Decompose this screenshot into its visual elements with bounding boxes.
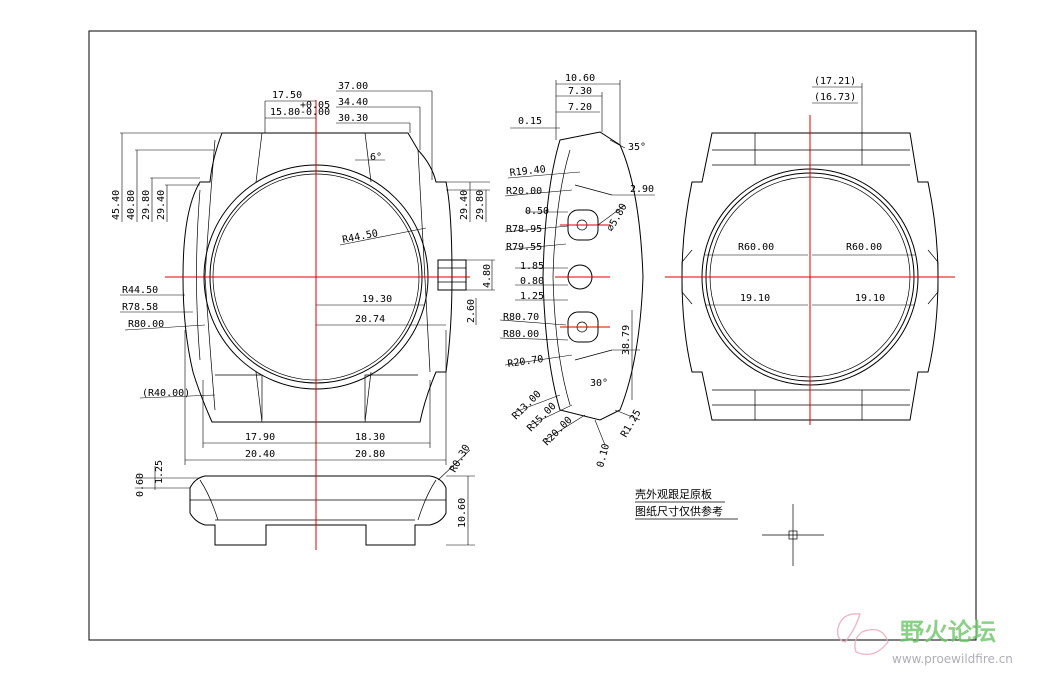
- dim-r79-55: R79.55: [506, 242, 542, 253]
- dim-r80-70: R80.70: [503, 312, 539, 323]
- drawing-note: 壳外观跟足原板 图纸尺寸仅供参考: [635, 487, 738, 520]
- dim-r60-00-left: R60.00: [738, 242, 774, 253]
- dim-4-80: 4.80: [482, 264, 493, 288]
- dim-r20-00-a: R20.00: [506, 186, 542, 197]
- drawing-frame: [88, 30, 977, 641]
- front-right-dimensions: 29.40 29.80 4.80 2.60: [436, 181, 495, 325]
- dim-r44-50-inner: R44.50: [341, 228, 379, 246]
- back-dimensions: (17.21) (16.73) R60.00 R60.00 19.10 19.1…: [705, 76, 915, 306]
- front-left-dimensions: 45.40 40.80 29.80 29.40: [111, 132, 222, 222]
- dim-19-10-right: 19.10: [855, 293, 885, 304]
- side-view: [542, 131, 644, 421]
- dim-r80-00: R80.00: [128, 319, 164, 330]
- dim-19-10-left: 19.10: [740, 293, 770, 304]
- dim-29-80-right: 29.80: [475, 190, 486, 220]
- dim-20-80: 20.80: [355, 449, 385, 460]
- dim-r40-00: (R40.00): [142, 388, 190, 399]
- bottom-view: 0.60 1.25 R0.30 10.60: [135, 443, 475, 550]
- dim-19-30: 19.30: [362, 294, 392, 305]
- dim-r44-50-left: R44.50: [122, 285, 158, 296]
- dim-r78-95: R78.95: [506, 224, 542, 235]
- dim-34-40: 34.40: [338, 97, 368, 108]
- dim-tol-plus: +0.05: [300, 100, 330, 111]
- dim-r78-58: R78.58: [122, 302, 158, 313]
- dim-r0-30: R0.30: [448, 443, 473, 475]
- dim-30-30: 30.30: [338, 113, 368, 124]
- watermark-url: www.proewildfire.cn: [892, 652, 1013, 666]
- dim-r1-25: R1.25: [619, 408, 644, 440]
- dim-16-73: (16.73): [814, 92, 856, 103]
- side-left-dimensions: R19.40 R20.00 0.50 R78.95 R79.55 1.85 0.…: [499, 164, 586, 448]
- dim-20-74: 20.74: [355, 314, 385, 325]
- crown: [437, 259, 467, 291]
- dim-dia-5-80: ⌀5.80: [605, 202, 630, 234]
- dim-0-50: 0.50: [525, 206, 549, 217]
- back-case-outline: [681, 132, 939, 421]
- dim-17-90: 17.90: [245, 432, 275, 443]
- dim-0-80: 0.80: [520, 276, 544, 287]
- dim-7-20: 7.20: [568, 102, 592, 113]
- side-case-outline: [542, 131, 644, 421]
- dim-angle-6: 6°: [370, 152, 382, 163]
- dim-r80-00-side: R80.00: [503, 329, 539, 340]
- side-top-dimensions: 10.60 7.30 7.20 0.15 35° 2.90: [510, 73, 655, 196]
- back-view: [665, 115, 955, 425]
- dim-1-25-side: 1.25: [520, 291, 544, 302]
- side-right-dimensions: ⌀5.80 38.79 30° R1.25 0.10: [590, 202, 644, 469]
- dim-30-deg: 30°: [590, 378, 608, 389]
- dim-2-60: 2.60: [466, 299, 477, 323]
- dim-38-79: 38.79: [621, 325, 632, 355]
- dim-0-10: 0.10: [595, 443, 612, 469]
- dim-18-30: 18.30: [355, 432, 385, 443]
- dim-29-40-right: 29.40: [459, 190, 470, 220]
- watermark-name: 野火论坛: [900, 618, 996, 646]
- dim-45-40: 45.40: [111, 190, 122, 220]
- dim-17-21: (17.21): [814, 76, 856, 87]
- watermark-logo-icon: [836, 613, 889, 656]
- dim-1-85: 1.85: [520, 261, 544, 272]
- front-view: [165, 100, 470, 470]
- dim-10-60-side: 10.60: [565, 73, 595, 84]
- dim-40-80: 40.80: [126, 190, 137, 220]
- dim-17-50: 17.50: [272, 90, 302, 101]
- dim-r19-40: R19.40: [509, 164, 546, 179]
- dim-10-60: 10.60: [457, 498, 468, 528]
- front-top-dimensions: 17.50 15.80 +0.05 -0.00 37.00 34.40 30.3…: [264, 81, 433, 180]
- front-case-outline: [182, 132, 453, 423]
- dim-2-90: 2.90: [630, 184, 654, 195]
- dim-29-40: 29.40: [156, 190, 167, 220]
- dim-7-30: 7.30: [568, 86, 592, 97]
- front-bottom-dimensions: 17.90 18.30 20.40 20.80: [184, 330, 447, 465]
- ucs-crosshair-icon: [762, 504, 824, 566]
- dim-r20-70: R20.70: [507, 354, 544, 370]
- dim-r60-00-right: R60.00: [846, 242, 882, 253]
- dim-0-15: 0.15: [518, 116, 542, 127]
- dim-20-40: 20.40: [245, 449, 275, 460]
- front-horizontal-dimensions: 19.30 20.74: [316, 294, 446, 326]
- note-line-1: 壳外观跟足原板: [635, 487, 712, 501]
- dim-tol-minus: -0.00: [300, 107, 330, 118]
- dim-1-25: 1.25: [154, 460, 165, 484]
- dim-15-80: 15.80: [270, 107, 300, 118]
- note-line-2: 图纸尺寸仅供参考: [635, 504, 723, 518]
- dim-35-deg: 35°: [628, 142, 646, 153]
- dim-37-00: 37.00: [338, 81, 368, 92]
- watermark: 野火论坛 www.proewildfire.cn: [836, 613, 1013, 666]
- dim-0-60: 0.60: [135, 473, 146, 497]
- dim-29-80: 29.80: [141, 190, 152, 220]
